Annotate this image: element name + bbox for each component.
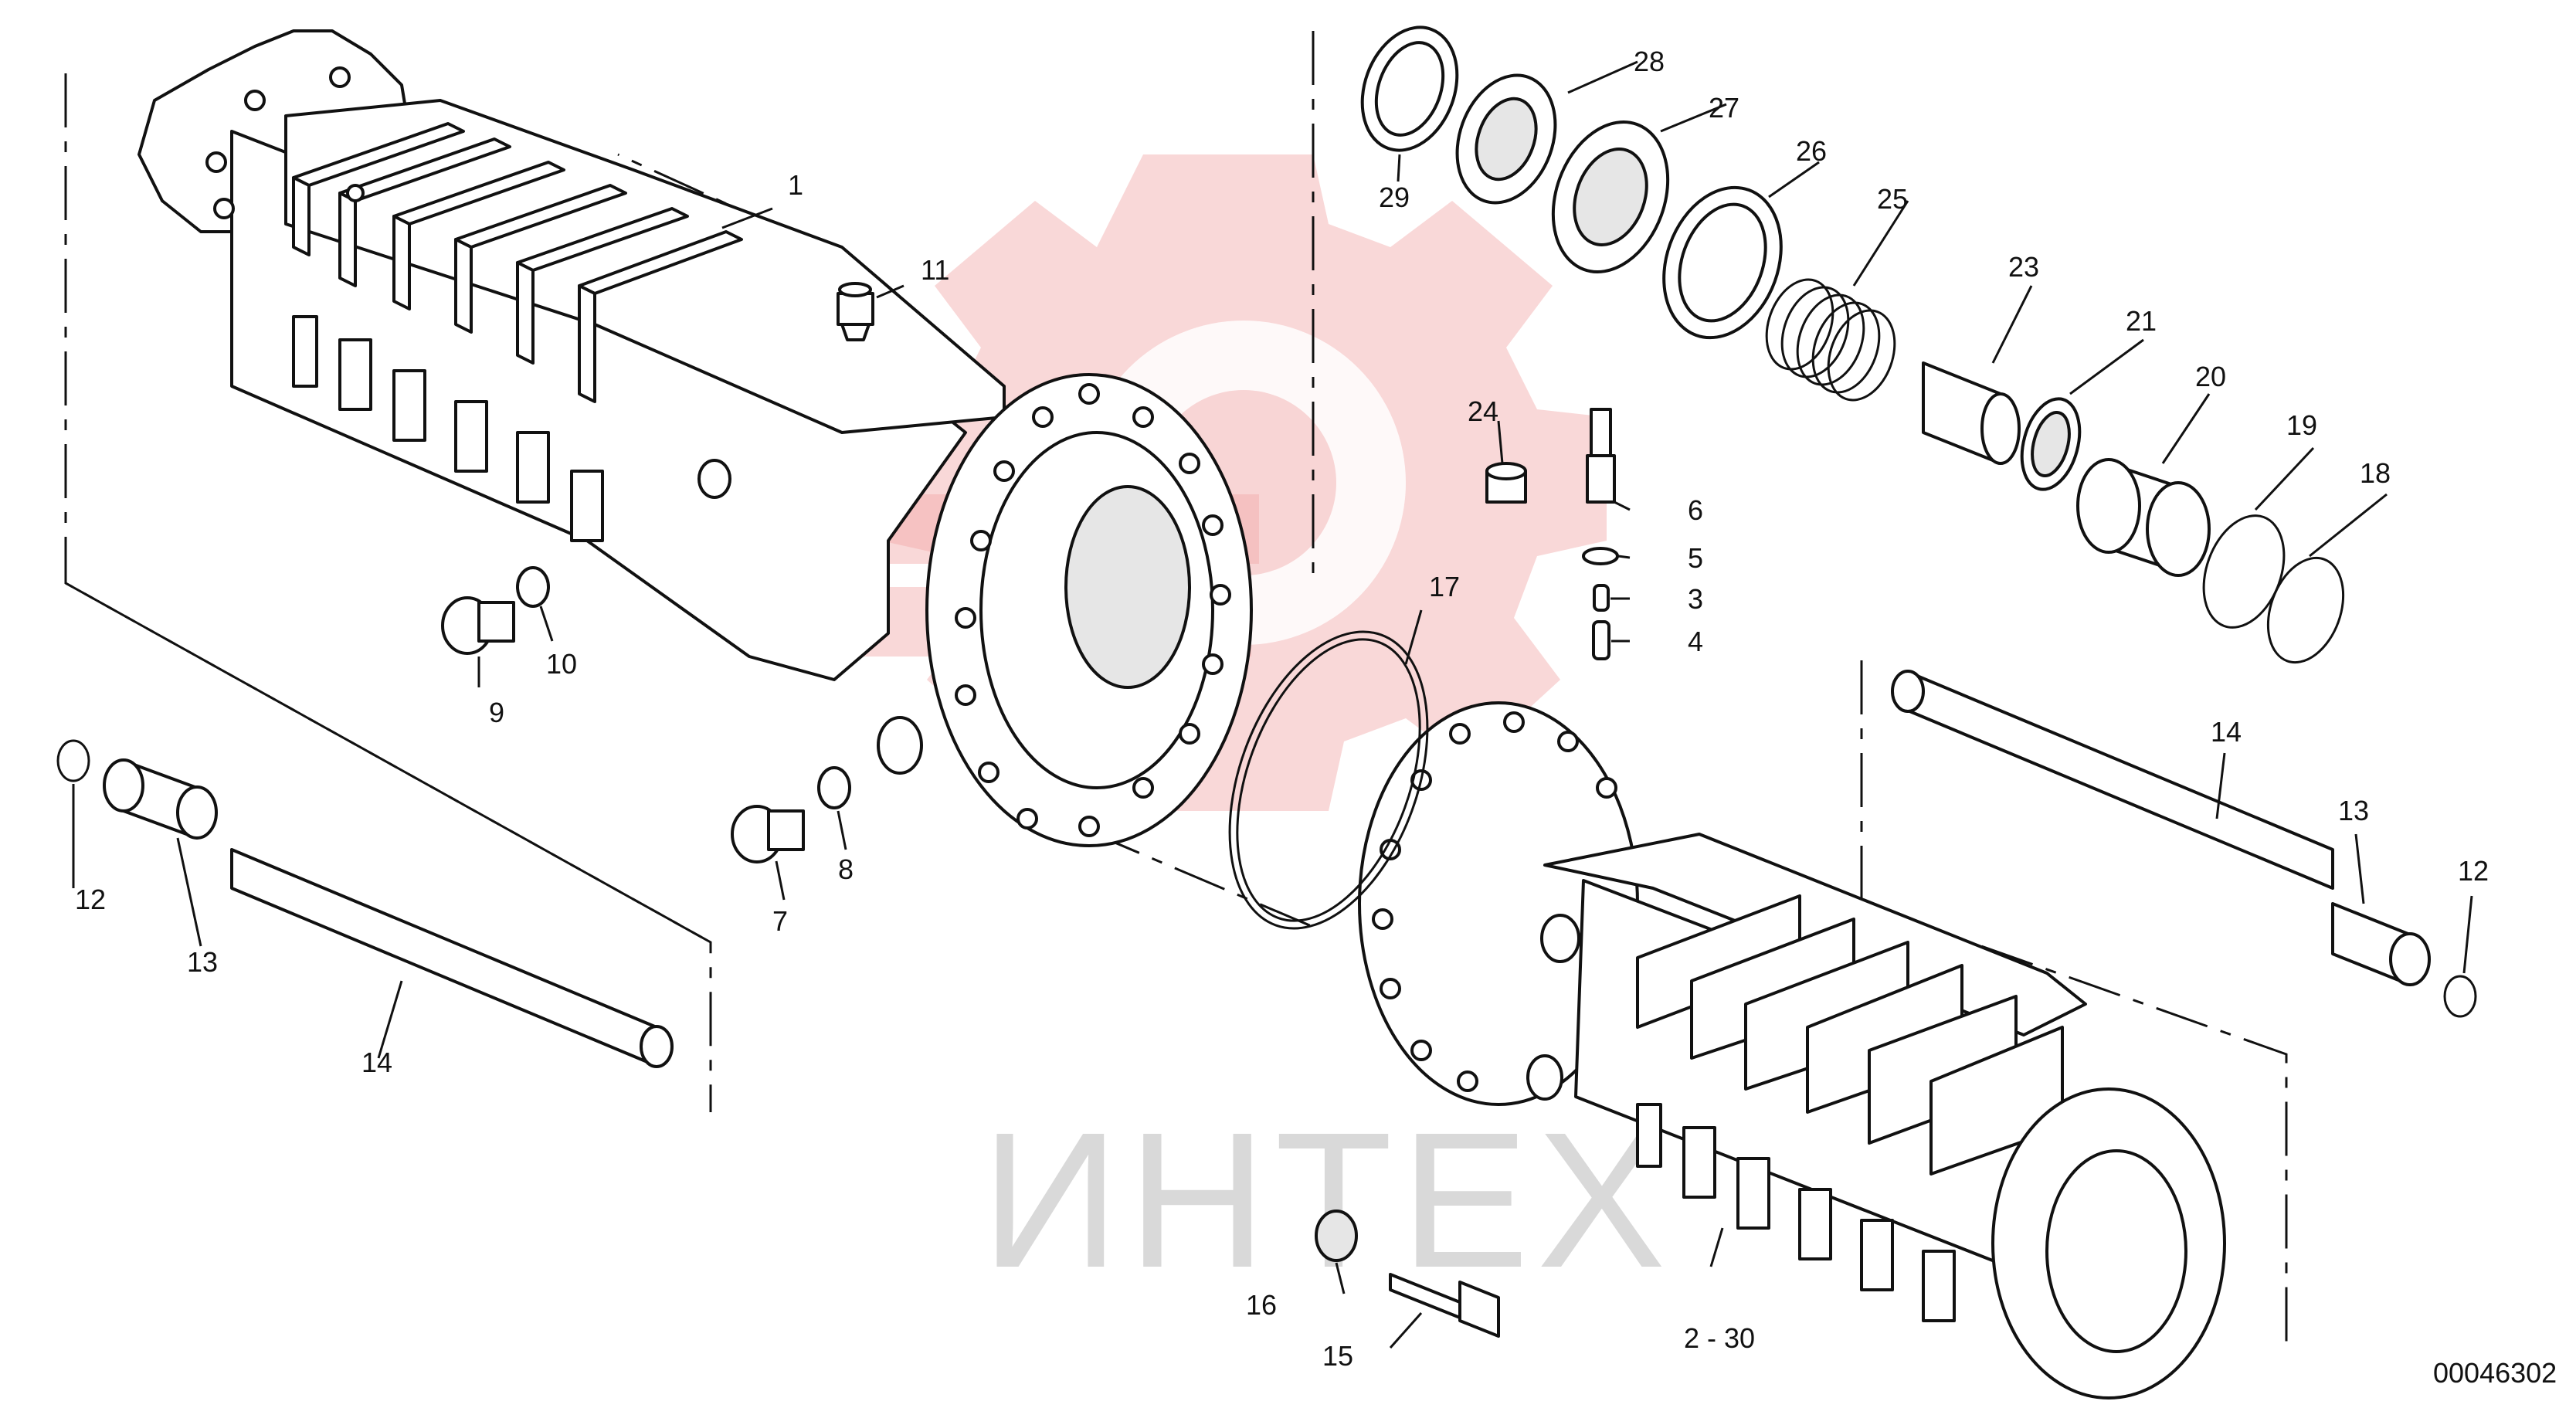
circlip-12-left — [56, 739, 90, 782]
bearing-28 — [1455, 73, 1557, 205]
shaft-14-left — [230, 848, 674, 1068]
callout-28: 28 — [1634, 46, 1665, 77]
spring-25 — [1765, 278, 1896, 402]
bushing-13-left — [103, 758, 218, 840]
callout-5: 5 — [1688, 542, 1703, 574]
callout-3: 3 — [1688, 583, 1703, 615]
left-axle-housing — [137, 29, 1253, 847]
seal-18 — [2266, 556, 2345, 664]
callout-1: 1 — [788, 169, 803, 201]
callout-13-right: 13 — [2338, 795, 2369, 826]
callout-17: 17 — [1429, 571, 1460, 602]
right-flange-bolt-holes — [1372, 711, 1617, 1092]
drawing-number: 00046302 — [2433, 1357, 2557, 1389]
bolt-15 — [1389, 1273, 1500, 1338]
callout-7: 7 — [772, 905, 788, 937]
housing-fins-left — [292, 122, 743, 542]
sensor-6 — [1586, 408, 1616, 504]
callout-29: 29 — [1379, 182, 1410, 213]
piston-20 — [2076, 458, 2211, 577]
ring-29 — [1360, 25, 1459, 152]
plug-9 — [441, 596, 515, 655]
callout-2: 2 - 30 — [1684, 1322, 1755, 1354]
bushing-13-right — [2331, 902, 2431, 986]
callout-15: 15 — [1322, 1340, 1353, 1372]
callout-21: 21 — [2126, 305, 2157, 337]
callout-24: 24 — [1468, 395, 1498, 427]
o-ring-17 — [1228, 630, 1429, 930]
callout-13-left: 13 — [187, 946, 218, 978]
callout-8: 8 — [838, 853, 854, 885]
callout-19: 19 — [2286, 409, 2317, 441]
ring-26 — [1662, 185, 1783, 340]
seal-5 — [1582, 547, 1619, 565]
washer-8 — [817, 766, 851, 809]
leader-lines — [72, 60, 2473, 1349]
hub-23 — [1922, 361, 2021, 465]
bearing-21 — [2020, 397, 2082, 491]
callout-11: 11 — [921, 254, 949, 286]
callout-16: 16 — [1246, 1289, 1277, 1321]
pin-4 — [1592, 620, 1610, 660]
assembly-outlines — [64, 31, 2288, 1344]
callout-14-right: 14 — [2211, 716, 2242, 748]
plug-24 — [1485, 462, 1527, 504]
callout-18: 18 — [2360, 457, 2391, 489]
callout-6: 6 — [1688, 494, 1703, 526]
callout-25: 25 — [1877, 183, 1908, 215]
housing-fins-right — [1636, 894, 2064, 1322]
pin-3 — [1593, 584, 1610, 612]
callout-9: 9 — [489, 697, 504, 728]
callout-27: 27 — [1709, 92, 1739, 124]
bearing-27 — [1551, 120, 1670, 273]
callout-4: 4 — [1688, 626, 1703, 657]
callout-20: 20 — [2195, 361, 2226, 392]
callout-14-left: 14 — [361, 1047, 392, 1078]
callout-10: 10 — [546, 648, 577, 680]
breather-11 — [837, 282, 874, 341]
callout-12-right: 12 — [2458, 855, 2489, 887]
callout-23: 23 — [2008, 251, 2039, 283]
callout-labels: 1 2 - 30 3 4 5 6 7 8 9 10 11 12 13 14 12… — [75, 46, 2489, 1372]
right-axle-housing — [1358, 701, 2226, 1400]
watermark-text: ИНТЕХ — [981, 1092, 1673, 1308]
housing-flange-bolt-holes — [955, 383, 1231, 837]
callout-12-left: 12 — [75, 884, 106, 915]
plug-7 — [731, 805, 805, 863]
washer-10 — [516, 566, 550, 608]
washer-16 — [1315, 1210, 1358, 1262]
circlip-12-right — [2443, 975, 2477, 1018]
callout-26: 26 — [1796, 135, 1827, 167]
shaft-14-right — [1891, 670, 2334, 890]
